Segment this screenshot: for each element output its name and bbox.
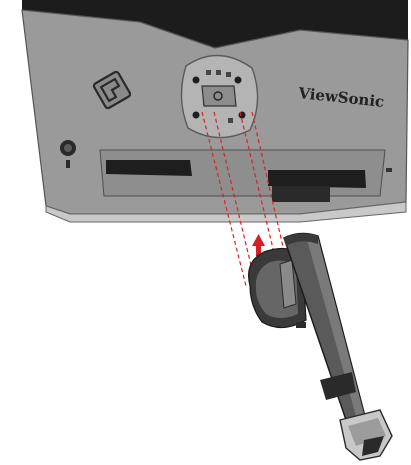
monitor-back: ViewSonic — [22, 0, 408, 222]
vesa-screw-hole-icon — [235, 77, 242, 84]
monitor-vent-right — [268, 170, 366, 188]
monitor-vent-left — [106, 160, 192, 176]
stand — [249, 233, 392, 460]
vesa-mount-plate — [181, 55, 257, 137]
vesa-screw-hole-icon — [193, 77, 200, 84]
monitor-indicator — [386, 168, 392, 172]
vesa-screw-hole-icon — [193, 112, 200, 119]
quick-release-slot — [202, 86, 236, 106]
monitor-port-bay — [272, 186, 330, 202]
